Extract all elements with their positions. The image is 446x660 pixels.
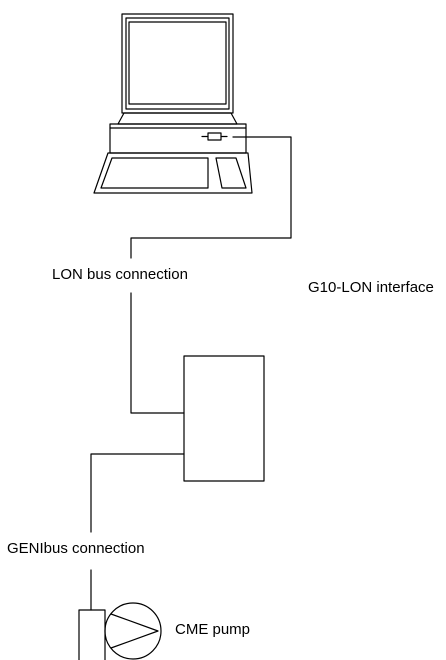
keyboard-main-keys bbox=[100, 157, 209, 189]
g10-lon-interface-box bbox=[183, 355, 265, 482]
cme-pump-label: CME pump bbox=[175, 621, 251, 638]
monitor-bezel bbox=[125, 17, 230, 110]
computer-icon bbox=[93, 13, 253, 194]
lon-bus-connection-label: LON bus connection bbox=[52, 266, 188, 283]
pump-triangle bbox=[110, 613, 159, 649]
pump-terminal-box bbox=[78, 609, 106, 660]
lon-bus-cable-lower bbox=[130, 292, 185, 414]
computer-port bbox=[207, 132, 222, 141]
g10-lon-interface-label: G10-LON interface bbox=[308, 279, 434, 296]
lon-bus-cable-upper bbox=[130, 136, 292, 259]
monitor-outer bbox=[121, 13, 234, 114]
genibus-cable-upper bbox=[90, 453, 185, 533]
monitor-stand bbox=[117, 112, 238, 125]
genibus-connection-label: GENIbus connection bbox=[7, 540, 145, 557]
monitor-screen bbox=[128, 21, 227, 105]
keyboard-numpad bbox=[215, 157, 247, 189]
keyboard-outer bbox=[93, 152, 253, 194]
pump-symbol-icon bbox=[78, 602, 162, 660]
pump-circle bbox=[104, 602, 162, 660]
